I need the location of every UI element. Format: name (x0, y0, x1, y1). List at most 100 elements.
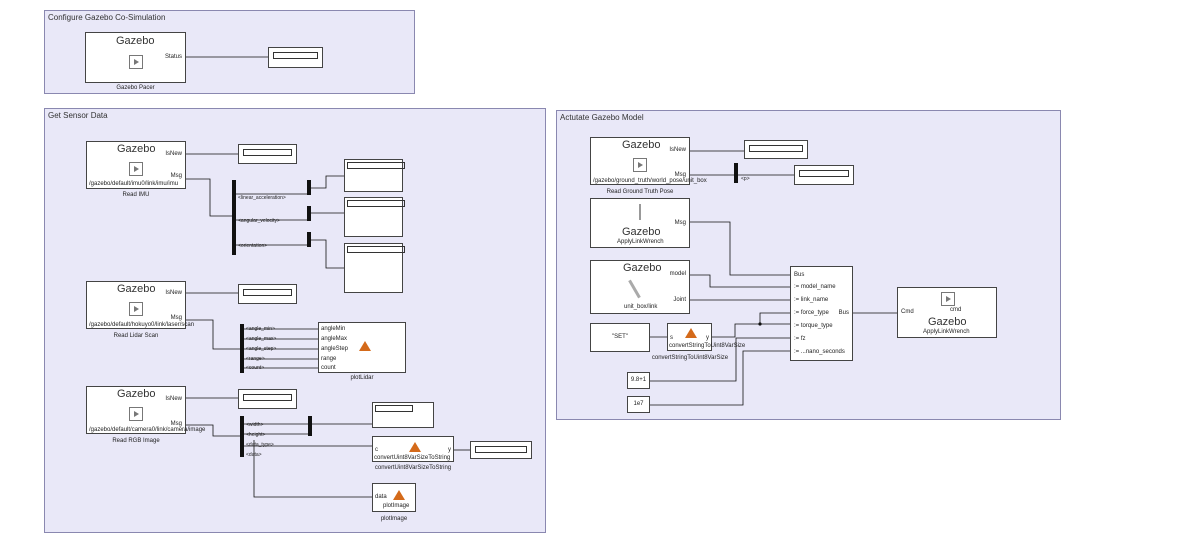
read-image-block[interactable]: Gazebo IsNew Msg /gazebo/default/camera0… (86, 386, 206, 434)
gazebo-label: Gazebo (622, 226, 661, 238)
port-label-fz: := fz (794, 336, 806, 342)
wire (311, 175, 344, 189)
convert-string-to-uint8-block[interactable]: s y convertStringToUint8VarSize (667, 323, 746, 351)
topic-label: /gazebo/default/camera0/link/camera/imag… (89, 427, 206, 433)
gazebo-block-icon (129, 162, 143, 176)
matlab-function-icon (393, 490, 405, 500)
read-ground-truth-block[interactable]: Gazebo IsNew Msg /gazebo/ground_truth/wo… (590, 137, 707, 185)
block-caption: Read Ground Truth Pose (606, 189, 674, 195)
wire (186, 319, 240, 350)
gazebo-block-icon (129, 407, 143, 421)
port-label-msg: Msg (170, 315, 182, 321)
gazebo-pacer-block[interactable]: Gazebo Status (85, 32, 186, 83)
selector-field: <range> (246, 356, 265, 362)
wire (650, 337, 790, 382)
area-title: Actutate Gazebo Model (560, 113, 644, 122)
branch-point (758, 322, 762, 326)
area-title: Get Sensor Data (48, 111, 108, 120)
constant-fz[interactable]: 9.8+1 (627, 372, 650, 389)
display-block-imu-isnew[interactable] (238, 144, 297, 164)
display-block-lidar-isnew[interactable] (238, 284, 297, 304)
display-block-image-isnew[interactable] (238, 389, 297, 409)
block-caption: Read RGB Image (112, 438, 160, 444)
gazebo-label: Gazebo (117, 143, 156, 155)
bus-selector-image[interactable] (240, 416, 244, 457)
matlab-function-icon (359, 341, 371, 351)
selector-field: <angle_step> (246, 346, 277, 352)
display-field (347, 246, 405, 253)
display-block-orientation[interactable] (344, 243, 405, 293)
bus-to-vector-orientation (307, 232, 311, 247)
port-label-status: Status (164, 54, 182, 60)
bus-to-vector-linear-accel (307, 180, 311, 195)
display-field (347, 200, 405, 207)
wire (690, 221, 790, 276)
block-inner-name: ApplyLinkWrench (923, 329, 970, 335)
block-caption: Gazebo Pacer (116, 85, 155, 91)
display-block-linear-accel[interactable] (344, 159, 405, 192)
display-block-image-size[interactable] (372, 402, 434, 428)
port-label-s: s (670, 335, 673, 341)
port-label-data: data (375, 494, 387, 500)
display-field (347, 162, 405, 169)
port-label-cmd: Cmd (901, 309, 914, 315)
port-label-isnew: IsNew (165, 290, 182, 296)
apply-link-wrench-msg-block[interactable]: Gazebo Msg ApplyLinkWrench (590, 198, 690, 248)
selector-field: <count> (246, 365, 265, 371)
bus-selector-truth[interactable] (734, 163, 738, 183)
convert-uint8-to-string-block[interactable]: c y convertUint8VarSizeToString (372, 436, 454, 462)
plot-lidar-block[interactable]: angleMin angleMax angleStep range count (318, 322, 406, 373)
matlab-function-icon (685, 328, 697, 338)
port-label-isnew: IsNew (669, 147, 686, 153)
bus-to-vector-image-size (308, 416, 312, 436)
block-caption: plotImage (380, 516, 408, 522)
port-label-y: y (448, 447, 451, 453)
selector-field: <height> (246, 432, 266, 438)
bus-selector-imu[interactable] (232, 180, 236, 255)
display-block-data-type[interactable] (470, 441, 532, 459)
gazebo-label: Gazebo (117, 388, 156, 400)
port-label-bus-out: Bus (838, 310, 849, 316)
selector-field: <data_type> (246, 442, 274, 448)
port-label-isnew: IsNew (165, 151, 182, 157)
plot-image-block[interactable]: data plotImage (372, 483, 416, 512)
port-label-angle-step: angleStep (321, 346, 349, 352)
matlab-function-icon (409, 442, 421, 452)
block-caption: Read Lidar Scan (113, 333, 159, 339)
block-inner-name: plotImage (383, 503, 410, 509)
port-label-joint: Joint (673, 297, 686, 303)
read-imu-block[interactable]: Gazebo IsNew Msg /gazebo/default/imu0/li… (86, 141, 186, 189)
display-field (799, 170, 849, 177)
block-caption: convertUint8VarSizeToString (374, 465, 452, 471)
block-inner-name: unit_box/link (624, 304, 658, 310)
constant-nano-seconds[interactable]: 1e7 (627, 396, 650, 413)
robot-arm-icon (628, 279, 641, 299)
display-block-truth-isnew[interactable] (744, 140, 808, 159)
block-inner-name: convertStringToUint8VarSize (669, 343, 746, 349)
constant-set[interactable]: "SET" (590, 323, 650, 352)
apply-link-wrench-block[interactable]: cmd Cmd Gazebo ApplyLinkWrench (897, 287, 997, 338)
display-block-status[interactable] (268, 47, 323, 68)
read-lidar-block[interactable]: Gazebo IsNew Msg /gazebo/default/hokuyo0… (86, 281, 195, 329)
bus-assignment-block[interactable]: Bus := model_name := link_name := force_… (790, 266, 853, 361)
port-label-model: model (669, 271, 686, 277)
display-block-position[interactable] (794, 165, 854, 185)
port-label-range: range (321, 356, 337, 362)
display-field (243, 289, 292, 296)
port-label-bus-in: Bus (794, 272, 805, 278)
bus-to-vector-angular-vel (307, 206, 311, 221)
display-block-angular-vel[interactable] (344, 197, 405, 237)
bus-selector-lidar[interactable] (240, 324, 244, 373)
unit-box-link-block[interactable]: Gazebo model Joint unit_box/link (590, 260, 690, 314)
selector-field: <linear_acceleration> (238, 195, 286, 201)
port-label-torque-type: := torque_type (794, 323, 833, 329)
topic-label: /gazebo/default/hokuyo0/link/laser/scan (89, 322, 195, 328)
selector-field: <data> (246, 452, 262, 458)
wire (690, 274, 790, 288)
gazebo-block-icon (633, 158, 647, 172)
block-inner-name: convertUint8VarSizeToString (374, 455, 451, 461)
selector-field: <width> (246, 422, 264, 428)
port-label-angle-max: angleMax (321, 336, 348, 342)
gazebo-block-icon (129, 55, 143, 69)
display-field (273, 52, 318, 59)
